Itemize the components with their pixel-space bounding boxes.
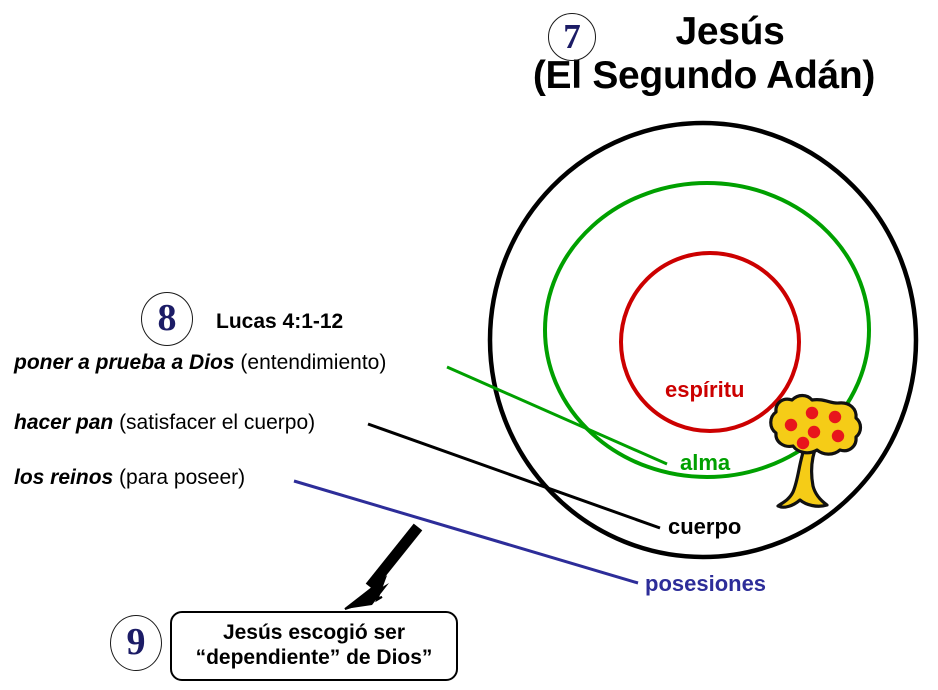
- espiritu-circle: [619, 251, 801, 433]
- alma-circle: [543, 181, 871, 479]
- connector-cuerpo: [367, 422, 661, 530]
- tree-icon: [769, 393, 863, 509]
- temptation-1-gloss: (entendimiento): [240, 351, 387, 374]
- connector-posesiones: [293, 479, 639, 585]
- conclusion-line-2: “dependiente” de Dios”: [195, 646, 433, 669]
- connector-alma: [446, 365, 668, 466]
- temptation-3-name: los reinos: [14, 466, 114, 489]
- step-marker-7: 7: [548, 13, 596, 61]
- scripture-reference: Lucas 4:1-12: [216, 310, 344, 333]
- title-line-1: Jesús: [675, 10, 785, 53]
- temptation-1-name: poner a prueba a Dios: [14, 351, 235, 374]
- cuerpo-circle: [487, 120, 919, 560]
- temptation-3-gloss: (para poseer): [119, 466, 246, 489]
- conclusion-box: Jesús escogió ser “dependiente” de Dios”: [170, 611, 458, 681]
- ring-label-espiritu: espíritu: [665, 377, 745, 402]
- temptation-2-gloss: (satisfacer el cuerpo): [119, 411, 316, 434]
- page-title: Jesús (El Segundo Adán): [470, 10, 938, 97]
- step-marker-8: 8: [141, 292, 193, 346]
- ring-label-posesiones: posesiones: [645, 571, 767, 596]
- temptation-item-2: hacer pan (satisfacer el cuerpo): [14, 411, 315, 435]
- step-marker-9: 9: [110, 615, 162, 671]
- ring-label-alma: alma: [680, 450, 731, 475]
- temptation-2-name: hacer pan: [14, 411, 114, 434]
- ring-label-cuerpo: cuerpo: [668, 514, 742, 539]
- conclusion-line-1: Jesús escogió ser: [222, 621, 406, 645]
- title-line-2: (El Segundo Adán): [532, 53, 876, 97]
- down-left-arrow-icon: [344, 523, 423, 610]
- temptation-item-1: poner a prueba a Dios (entendimiento): [14, 351, 386, 375]
- temptation-item-3: los reinos (para poseer): [14, 466, 245, 490]
